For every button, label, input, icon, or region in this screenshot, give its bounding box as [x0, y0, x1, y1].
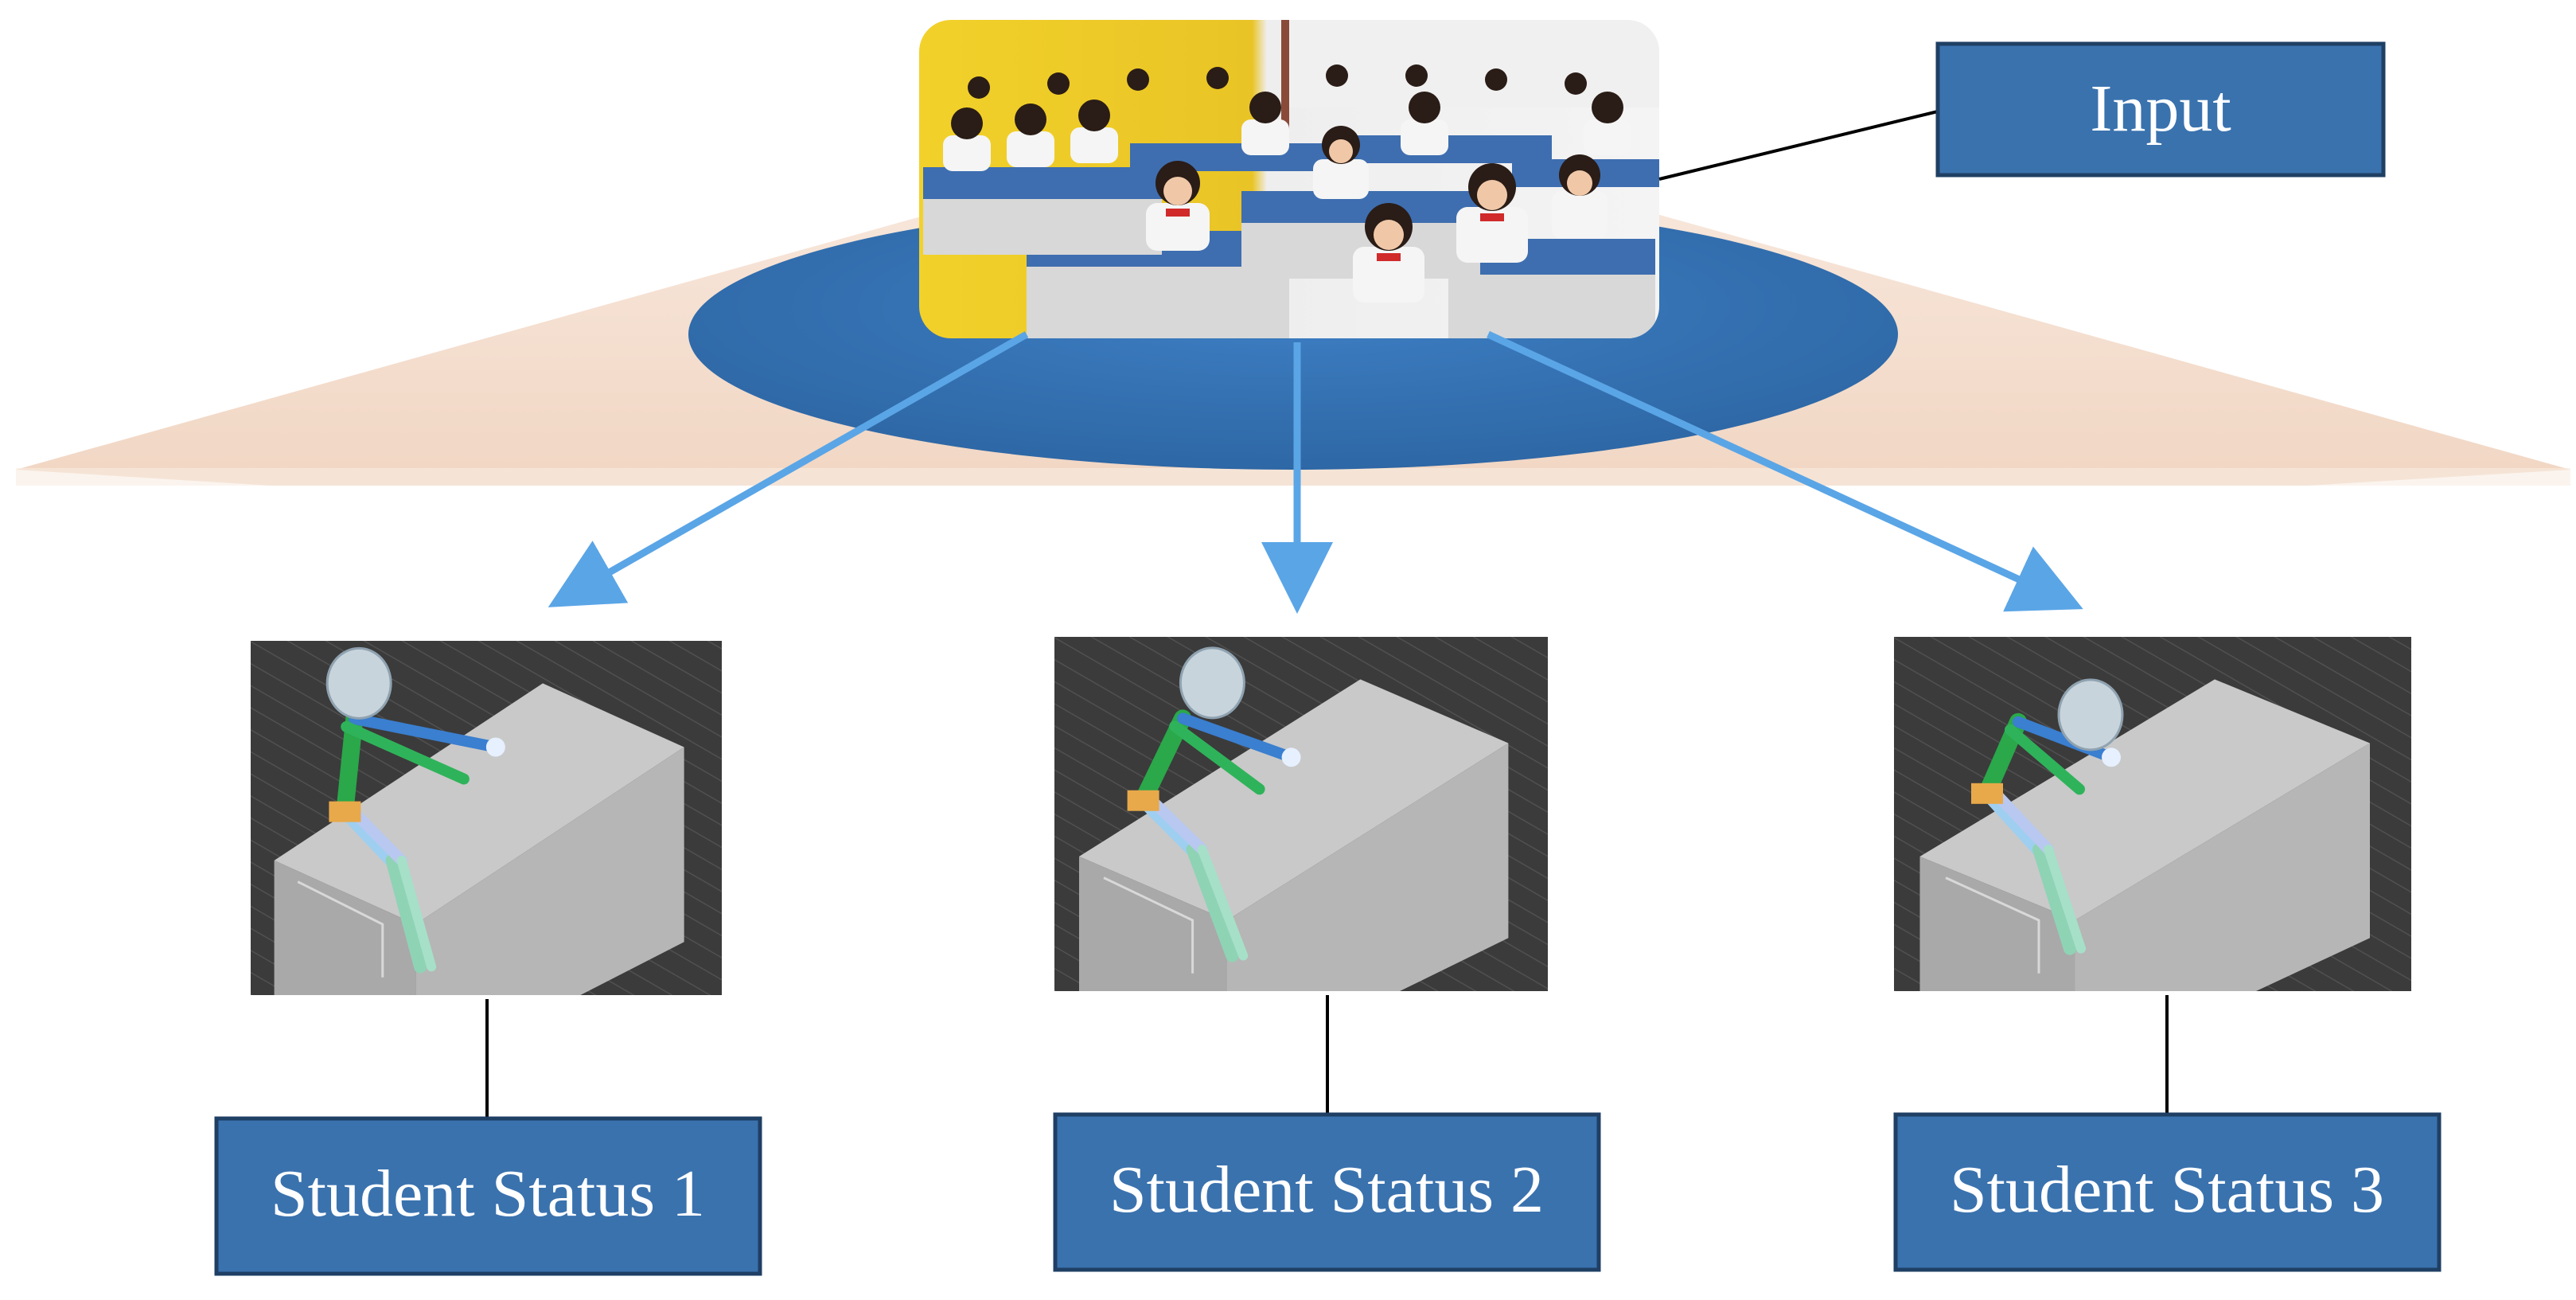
status-2-label: Student Status 2 [1109, 1153, 1544, 1227]
input-box: Input [1935, 41, 2386, 178]
status-box-3: Student Status 3 [1893, 1112, 2442, 1272]
status-1-label: Student Status 1 [271, 1157, 705, 1231]
skeleton-head [2057, 678, 2124, 752]
input-label: Input [2090, 72, 2231, 146]
skeleton-head [1179, 646, 1245, 720]
pose-render-3-icon [1894, 637, 2411, 991]
skeleton-figure [1127, 646, 1301, 962]
pose-render-1-icon [251, 641, 722, 995]
arrow-to-status-3 [1487, 330, 2083, 612]
status-box-2: Student Status 2 [1053, 1112, 1601, 1272]
status-3-label: Student Status 3 [1950, 1153, 2384, 1227]
skeleton-figure [1971, 678, 2124, 955]
skeleton-head [325, 646, 392, 720]
classroom-photo-icon [919, 20, 1659, 338]
skeleton-figure [325, 646, 505, 974]
flow-arrows [548, 330, 2083, 614]
arrow-to-status-1 [548, 331, 1029, 607]
status-box-1: Student Status 1 [214, 1116, 762, 1276]
input-connector-line [1658, 110, 1939, 181]
pose-render-2-icon [1054, 637, 1548, 991]
